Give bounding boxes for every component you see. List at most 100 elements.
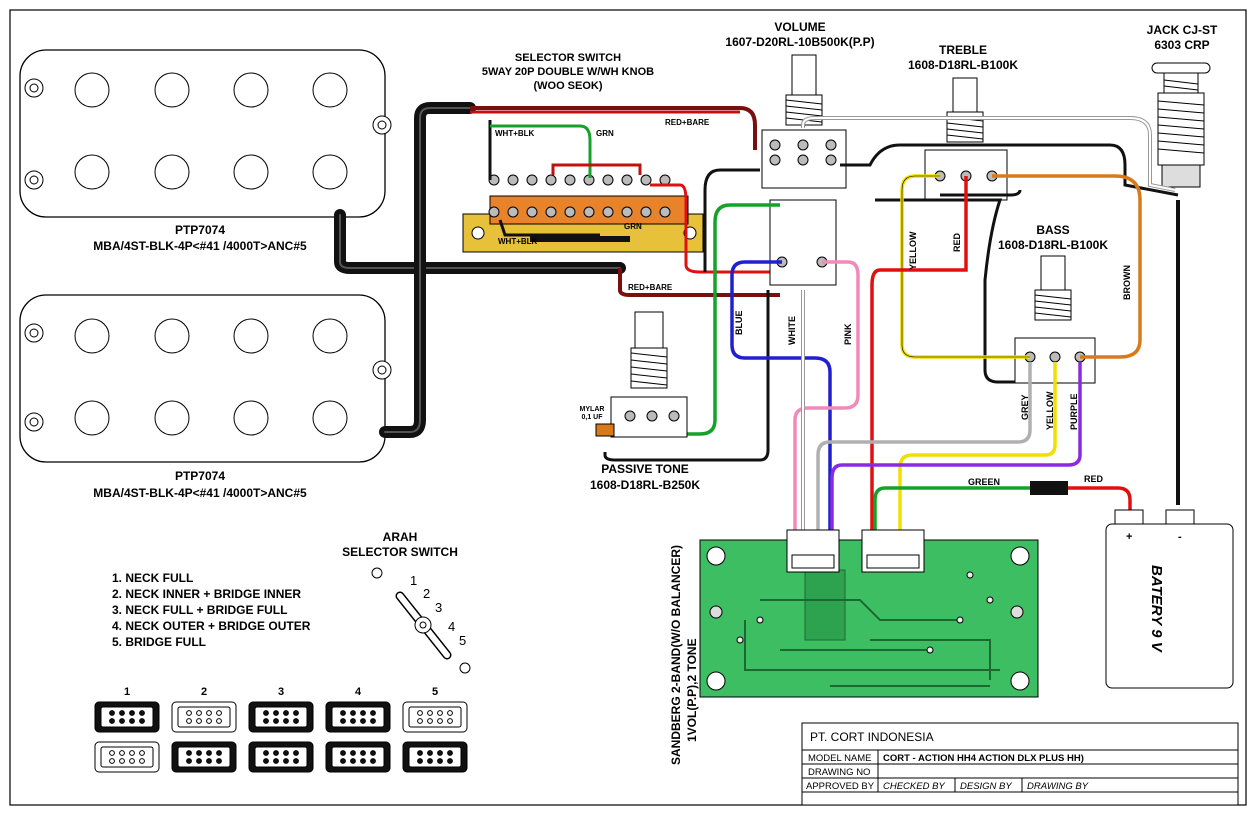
position-diagram-pole [283, 718, 289, 724]
wire-label-grn-top: GRN [596, 129, 614, 138]
position-diagram-pole [119, 718, 125, 724]
position-diagram-pole [119, 758, 125, 764]
battery-minus: - [1178, 531, 1182, 543]
arah-title1: ARAH [383, 530, 418, 544]
tb-design-by-label: DESIGN BY [960, 781, 1012, 792]
position-diagram-pole [437, 718, 443, 724]
inline-diode [1030, 481, 1068, 495]
switch-lug [583, 206, 595, 218]
position-diagram-pole [263, 710, 269, 716]
position-diagram-pickup-inner [408, 706, 462, 728]
tb-model-name-value: CORT - ACTION HH4 ACTION DLX PLUS HH) [883, 753, 1084, 764]
position-diagram-pole [360, 718, 366, 724]
position-diagram-pole [447, 750, 453, 756]
arah-num-2: 2 [423, 586, 430, 601]
arah-position-2: 2. NECK INNER + BRIDGE INNER [112, 587, 301, 601]
position-diagram-pole [119, 750, 125, 756]
wire-label-red-bare-bottom: RED+BARE [628, 283, 673, 292]
battery-plus: + [1126, 531, 1132, 543]
position-diagram-number: 3 [278, 686, 284, 698]
title-block [801, 722, 1239, 806]
position-diagram-pickup-inner [254, 746, 308, 768]
position-diagram-pole [263, 718, 269, 724]
volume-title: VOLUME [774, 20, 825, 34]
preamp-line2: 1VOL(P.P),2 TONE [685, 638, 699, 742]
wire-label-grn-bottom: GRN [624, 222, 642, 231]
arah-position-3: 3. NECK FULL + BRIDGE FULL [112, 603, 287, 617]
position-diagram-pole [417, 718, 423, 724]
bass-title: BASS [1036, 223, 1069, 237]
position-diagram-pole [370, 750, 376, 756]
bridge-pickup-label2: MBA/4ST-BLK-4P<#41 /4000T>ANC#5 [93, 486, 307, 500]
position-diagram-pole [340, 758, 346, 764]
wire-label-grey: GREY [1020, 394, 1030, 420]
switch-lug [526, 206, 538, 218]
switch-lug [602, 174, 614, 186]
arah-num-1: 1 [410, 573, 417, 588]
preamp-line1: SANDBERG 2-BAND(W/O BALANCER) [669, 545, 683, 765]
position-diagram-pole [216, 758, 222, 764]
jack [1151, 62, 1211, 188]
position-diagram-pole [350, 750, 356, 756]
wire-label-wht-blk-top: WHT+BLK [495, 129, 535, 138]
wire-label-red-battery: RED [1084, 474, 1104, 484]
position-diagram-pole [196, 710, 202, 716]
position-diagram-pole [206, 758, 212, 764]
switch-lug [564, 174, 576, 186]
position-diagram-pole [350, 718, 356, 724]
position-diagram-pole [427, 750, 433, 756]
switch-lug [640, 174, 652, 186]
position-diagram-number: 1 [124, 686, 130, 698]
switch-lug [507, 174, 519, 186]
position-diagram-pole [370, 758, 376, 764]
position-diagram-pole [427, 758, 433, 764]
main-wires [603, 116, 1180, 530]
selector-switch [462, 195, 704, 253]
position-diagram-pole [273, 718, 279, 724]
volume-pot [761, 54, 847, 286]
position-diagram-pole [340, 710, 346, 716]
position-diagram-pole [293, 710, 299, 716]
position-diagram-pole [273, 758, 279, 764]
arah-knob [371, 567, 471, 674]
position-diagram-pole [206, 750, 212, 756]
neck-pickup-label1: PTP7074 [175, 223, 225, 237]
position-diagram-pole [283, 710, 289, 716]
position-diagram-pole [293, 758, 299, 764]
switch-lug [488, 206, 500, 218]
position-diagram-pole [437, 758, 443, 764]
switch-lug [507, 206, 519, 218]
volume-part: 1607-D20RL-10B500K(P.P) [725, 35, 874, 49]
arah-position-4: 4. NECK OUTER + BRIDGE OUTER [112, 619, 311, 633]
position-diagram-pickup-inner [408, 746, 462, 768]
passive-tone-pot [595, 311, 688, 438]
position-diagram-pole [417, 750, 423, 756]
position-diagram-pole [216, 710, 222, 716]
position-diagram-pole [129, 710, 135, 716]
neck-pickup-label2: MBA/4ST-BLK-4P<#41 /4000T>ANC#5 [93, 239, 307, 253]
wire-label-wht-blk-bottom: WHT+BLK [498, 237, 538, 246]
wire-label-yellow-bass: YELLOW [1045, 391, 1055, 430]
position-diagram-pole [283, 758, 289, 764]
tb-approved-by-label: APPROVED BY [806, 781, 875, 792]
position-diagram-pole [216, 718, 222, 724]
position-diagram-number: 5 [432, 686, 438, 698]
position-diagram-number: 4 [355, 686, 362, 698]
position-diagram-pole [186, 710, 192, 716]
pickup-cables [334, 102, 626, 438]
position-diagram-pole [283, 750, 289, 756]
tb-drawing-by-label: DRAWING BY [1027, 781, 1089, 792]
switch-lug [545, 174, 557, 186]
cap-label2: 0,1 UF [581, 414, 603, 421]
position-diagram-pole [196, 750, 202, 756]
position-diagram-pole [273, 750, 279, 756]
tb-model-name-label: MODEL NAME [808, 753, 872, 764]
position-diagram-pole [263, 750, 269, 756]
position-diagram-pickup-inner [177, 746, 231, 768]
position-diagram-pole [139, 710, 145, 716]
position-diagram-pole [196, 718, 202, 724]
position-diagram-pole [109, 710, 115, 716]
arah-positions-list: 1. NECK FULL 2. NECK INNER + BRIDGE INNE… [112, 571, 311, 649]
